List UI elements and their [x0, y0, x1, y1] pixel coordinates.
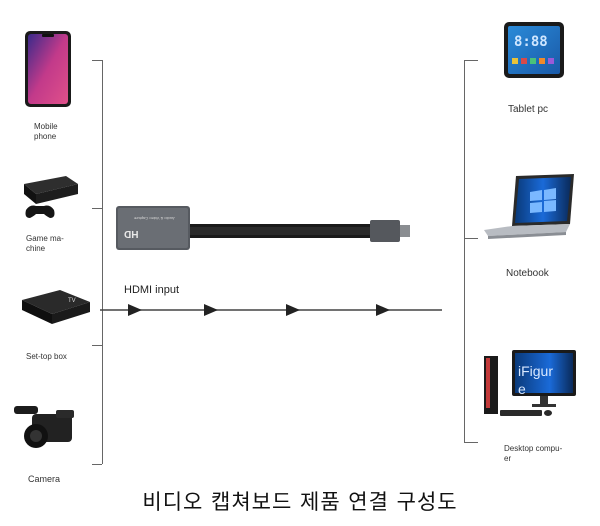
device-label-mobile-phone: Mobile phone [34, 122, 94, 142]
left-bracket-tick-bottom [92, 464, 102, 465]
arrow-4 [376, 304, 390, 316]
right-bracket-tick-top [464, 60, 478, 61]
left-bracket-tick-game [92, 208, 102, 209]
svg-text:TV: TV [68, 298, 76, 304]
adapter-small-text: Audio & Video Capture [134, 216, 175, 221]
video-camera-icon [12, 404, 78, 454]
device-label-game-machine: Game ma- chine [26, 234, 86, 254]
laptop-icon [482, 172, 578, 242]
capture-card-adapter [116, 206, 416, 252]
adapter-brand-text: HD [124, 228, 138, 239]
device-label-tablet-pc: Tablet pc [508, 104, 588, 115]
monitor-screen-text: iFigure [518, 362, 558, 398]
right-bracket-tick-notebook [464, 238, 478, 239]
diagram-caption: 비디오 캡쳐보드 제품 연결 구성도 [0, 486, 600, 516]
arrow-3 [286, 304, 300, 316]
arrow-1 [128, 304, 142, 316]
left-bracket-tick-top [92, 60, 102, 61]
arrow-2 [204, 304, 218, 316]
smartphone-icon [24, 30, 72, 108]
device-label-desktop-computer: Desktop compu- er [504, 444, 584, 464]
set-top-box-icon: TV [20, 286, 92, 330]
device-label-camera: Camera [28, 474, 88, 484]
device-label-notebook: Notebook [506, 268, 586, 279]
tablet-icon [504, 22, 564, 78]
left-bracket-tick-settop [92, 345, 102, 346]
right-bracket-vertical [464, 60, 465, 442]
device-label-set-top-box: Set-top box [26, 352, 96, 362]
right-bracket-tick-bottom [464, 442, 478, 443]
left-bracket-vertical [102, 60, 103, 464]
hdmi-input-label: HDMI input [124, 284, 179, 296]
signal-flow-line [100, 302, 450, 318]
tablet-clock-text: 8:88 [514, 34, 548, 50]
game-console-icon [22, 170, 80, 222]
